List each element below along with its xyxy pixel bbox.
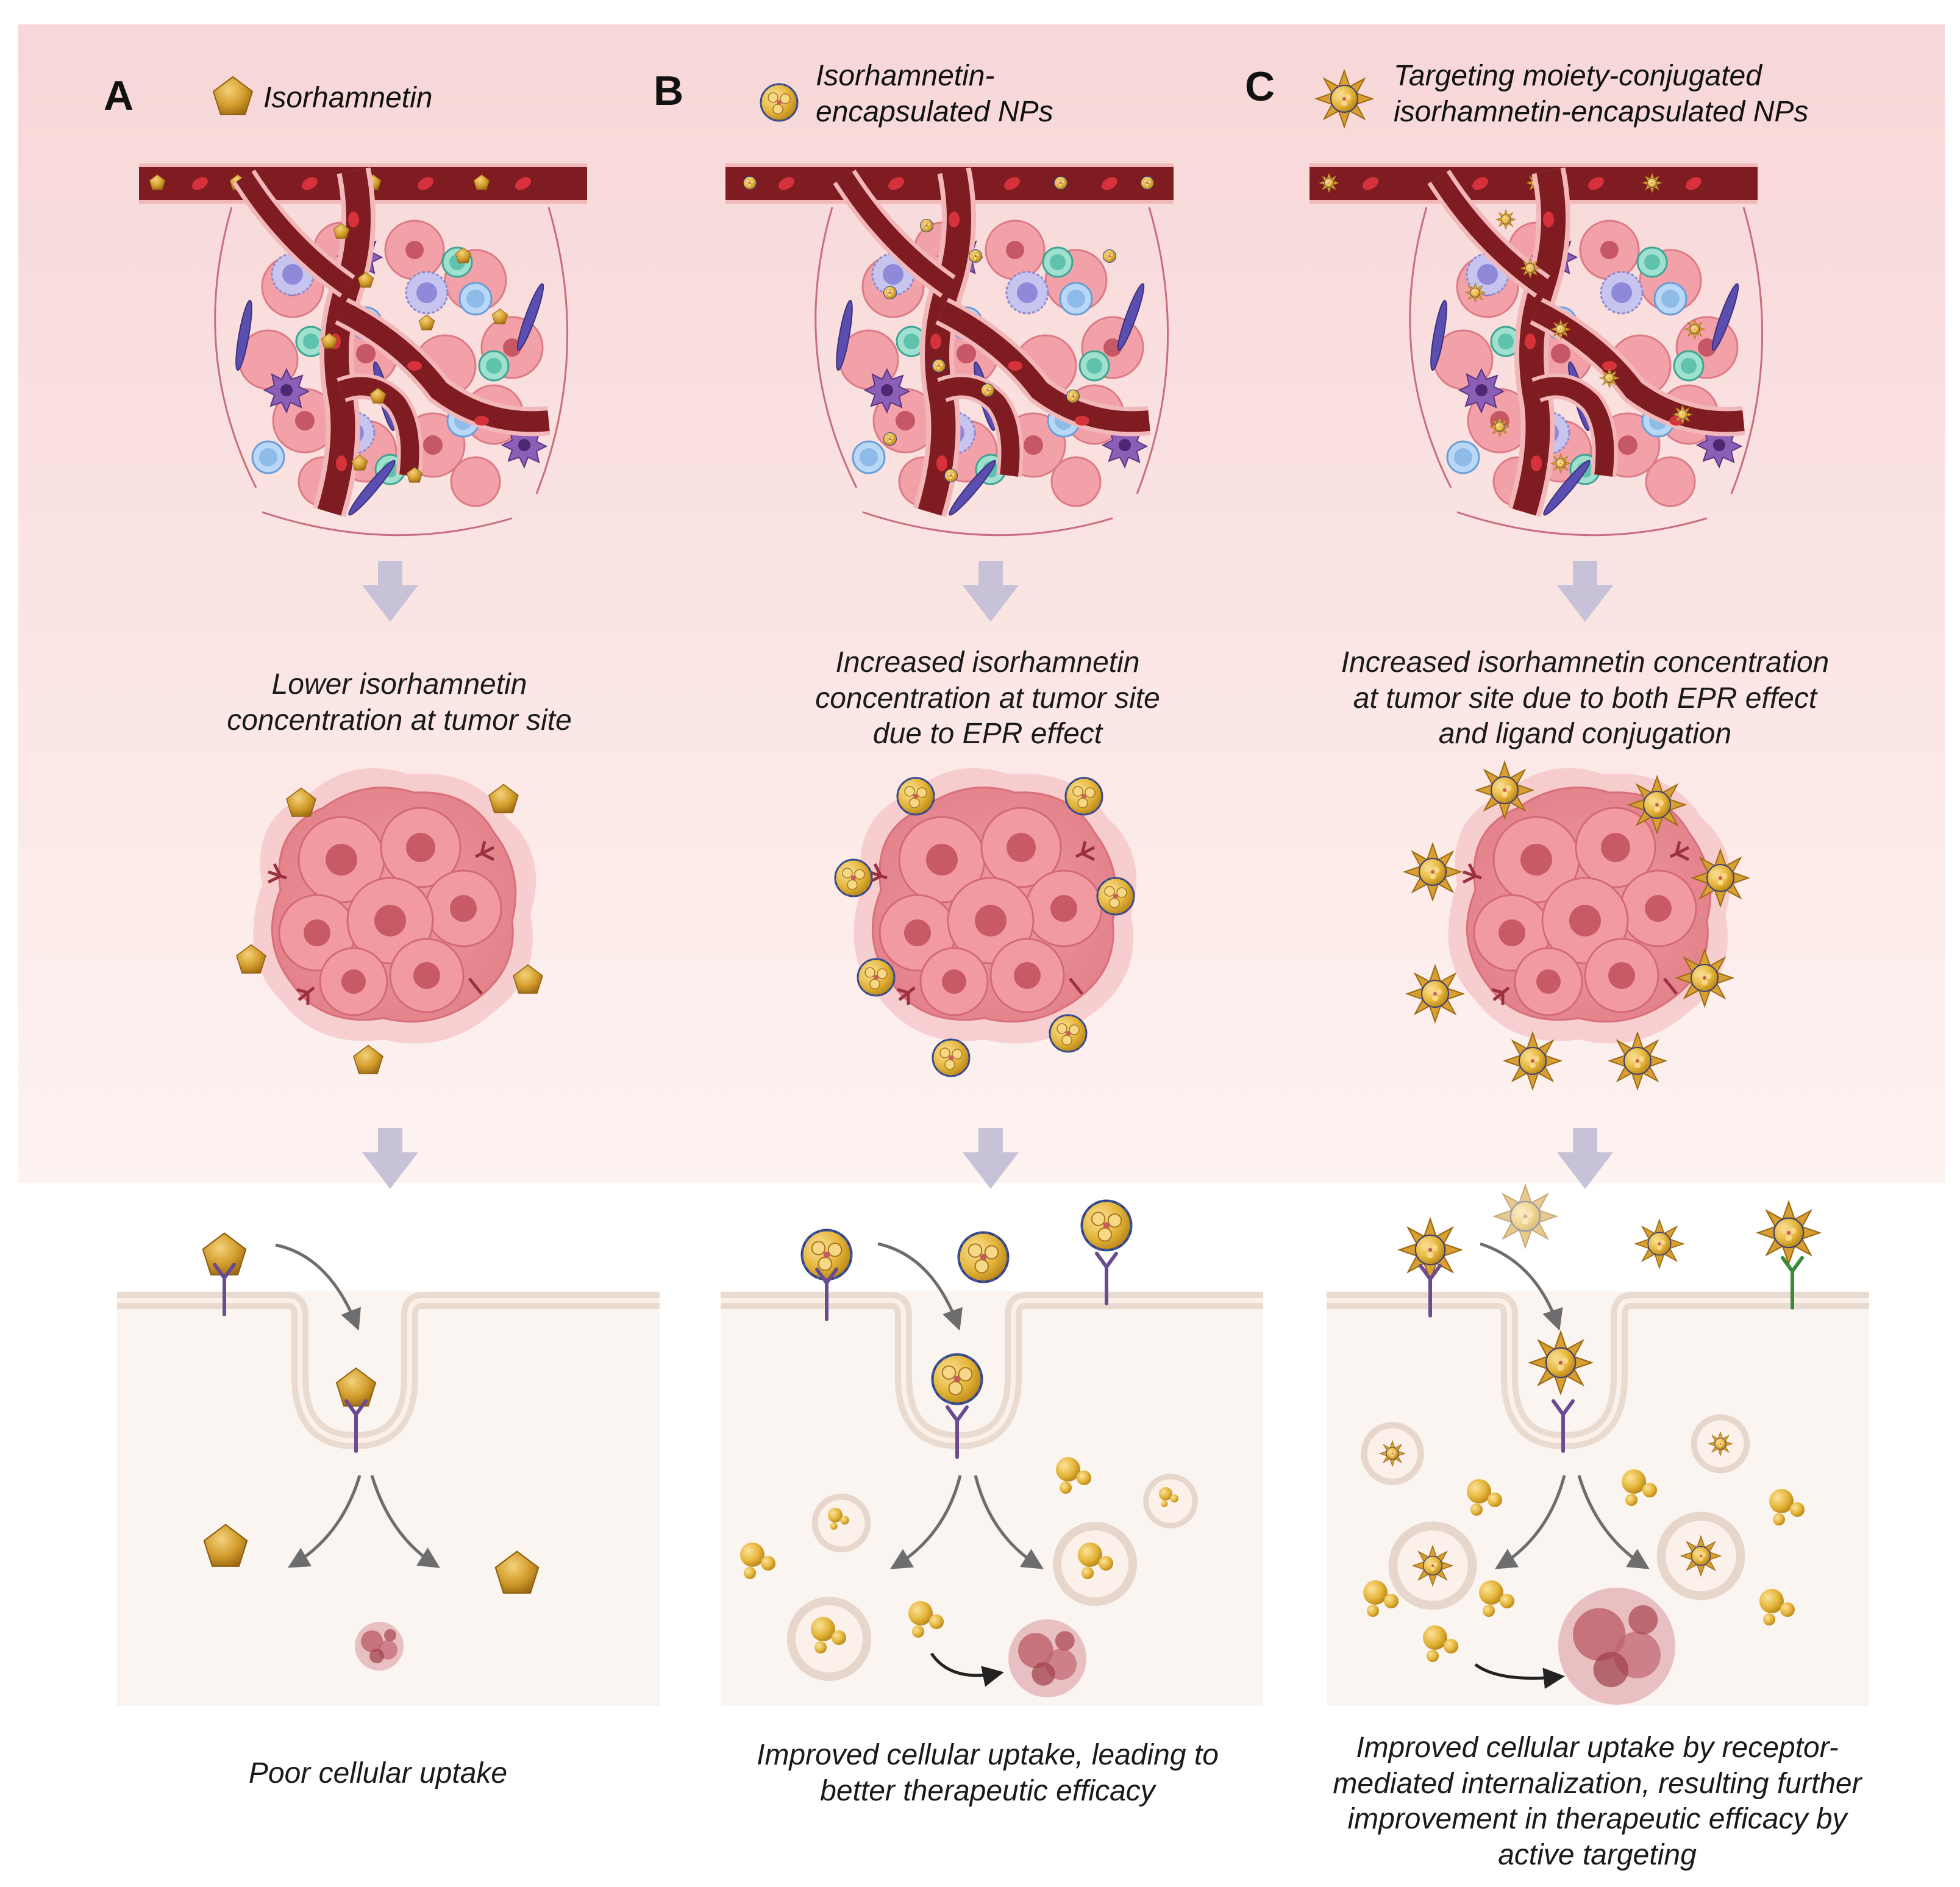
legend-c-line-1: Targeting moiety-conjugated [1394, 60, 1762, 92]
legend-isorhamnetin: Isorhamnetin [263, 82, 433, 114]
caption-c-bottom-line-4: active targeting [1498, 1838, 1697, 1871]
caption-a-mid-line-1: Lower isorhamnetin [271, 668, 527, 701]
panel-b-art [721, 83, 1263, 1706]
caption-a-mid: Lower isorhamnetin concentration at tumo… [168, 667, 631, 738]
panel-letter-c: C [1245, 63, 1275, 110]
caption-b-mid: Increased isorhamnetin concentration at … [756, 645, 1219, 752]
legend-targeted-nps: Targeting moiety-conjugated isorhamnetin… [1394, 59, 1808, 130]
caption-c-mid-line-1: Increased isorhamnetin concentration [1341, 646, 1830, 679]
caption-b-mid-line-2: concentration at tumor site [815, 682, 1160, 715]
caption-c-bottom: Improved cellular uptake by receptor- me… [1274, 1730, 1920, 1873]
caption-c-mid-line-3: and ligand conjugation [1438, 718, 1732, 751]
caption-c-mid: Increased isorhamnetin concentration at … [1280, 645, 1890, 752]
panel-c-art [1310, 70, 1869, 1706]
legend-isorhamnetin-nps: Isorhamnetin- encapsulated NPs [816, 59, 1053, 130]
caption-b-mid-line-3: due to EPR effect [872, 718, 1103, 751]
panel-a-art [117, 76, 660, 1706]
caption-a-mid-line-2: concentration at tumor site [227, 704, 572, 737]
caption-b-mid-line-1: Increased isorhamnetin [835, 646, 1140, 679]
legend-b-line-1: Isorhamnetin- [816, 60, 995, 92]
caption-c-mid-line-2: at tumor site due to both EPR effect [1353, 682, 1817, 715]
caption-b-bottom: Improved cellular uptake, leading to bet… [683, 1738, 1292, 1809]
caption-b-bottom-line-2: better therapeutic efficacy [820, 1774, 1155, 1807]
caption-b-bottom-line-1: Improved cellular uptake, leading to [757, 1739, 1219, 1771]
caption-a-bottom: Poor cellular uptake [134, 1756, 622, 1792]
legend-c-line-2: isorhamnetin-encapsulated NPs [1394, 95, 1809, 128]
caption-c-bottom-line-1: Improved cellular uptake by receptor- [1356, 1732, 1839, 1764]
panel-letter-a: A [104, 73, 134, 119]
caption-a-bottom-line-1: Poor cellular uptake [248, 1757, 508, 1789]
caption-c-bottom-line-3: improvement in therapeutic efficacy by [1347, 1803, 1847, 1836]
legend-b-line-2: encapsulated NPs [816, 95, 1053, 128]
caption-c-bottom-line-2: mediated internalization, resulting furt… [1333, 1767, 1862, 1800]
panel-letter-b: B [654, 68, 684, 114]
